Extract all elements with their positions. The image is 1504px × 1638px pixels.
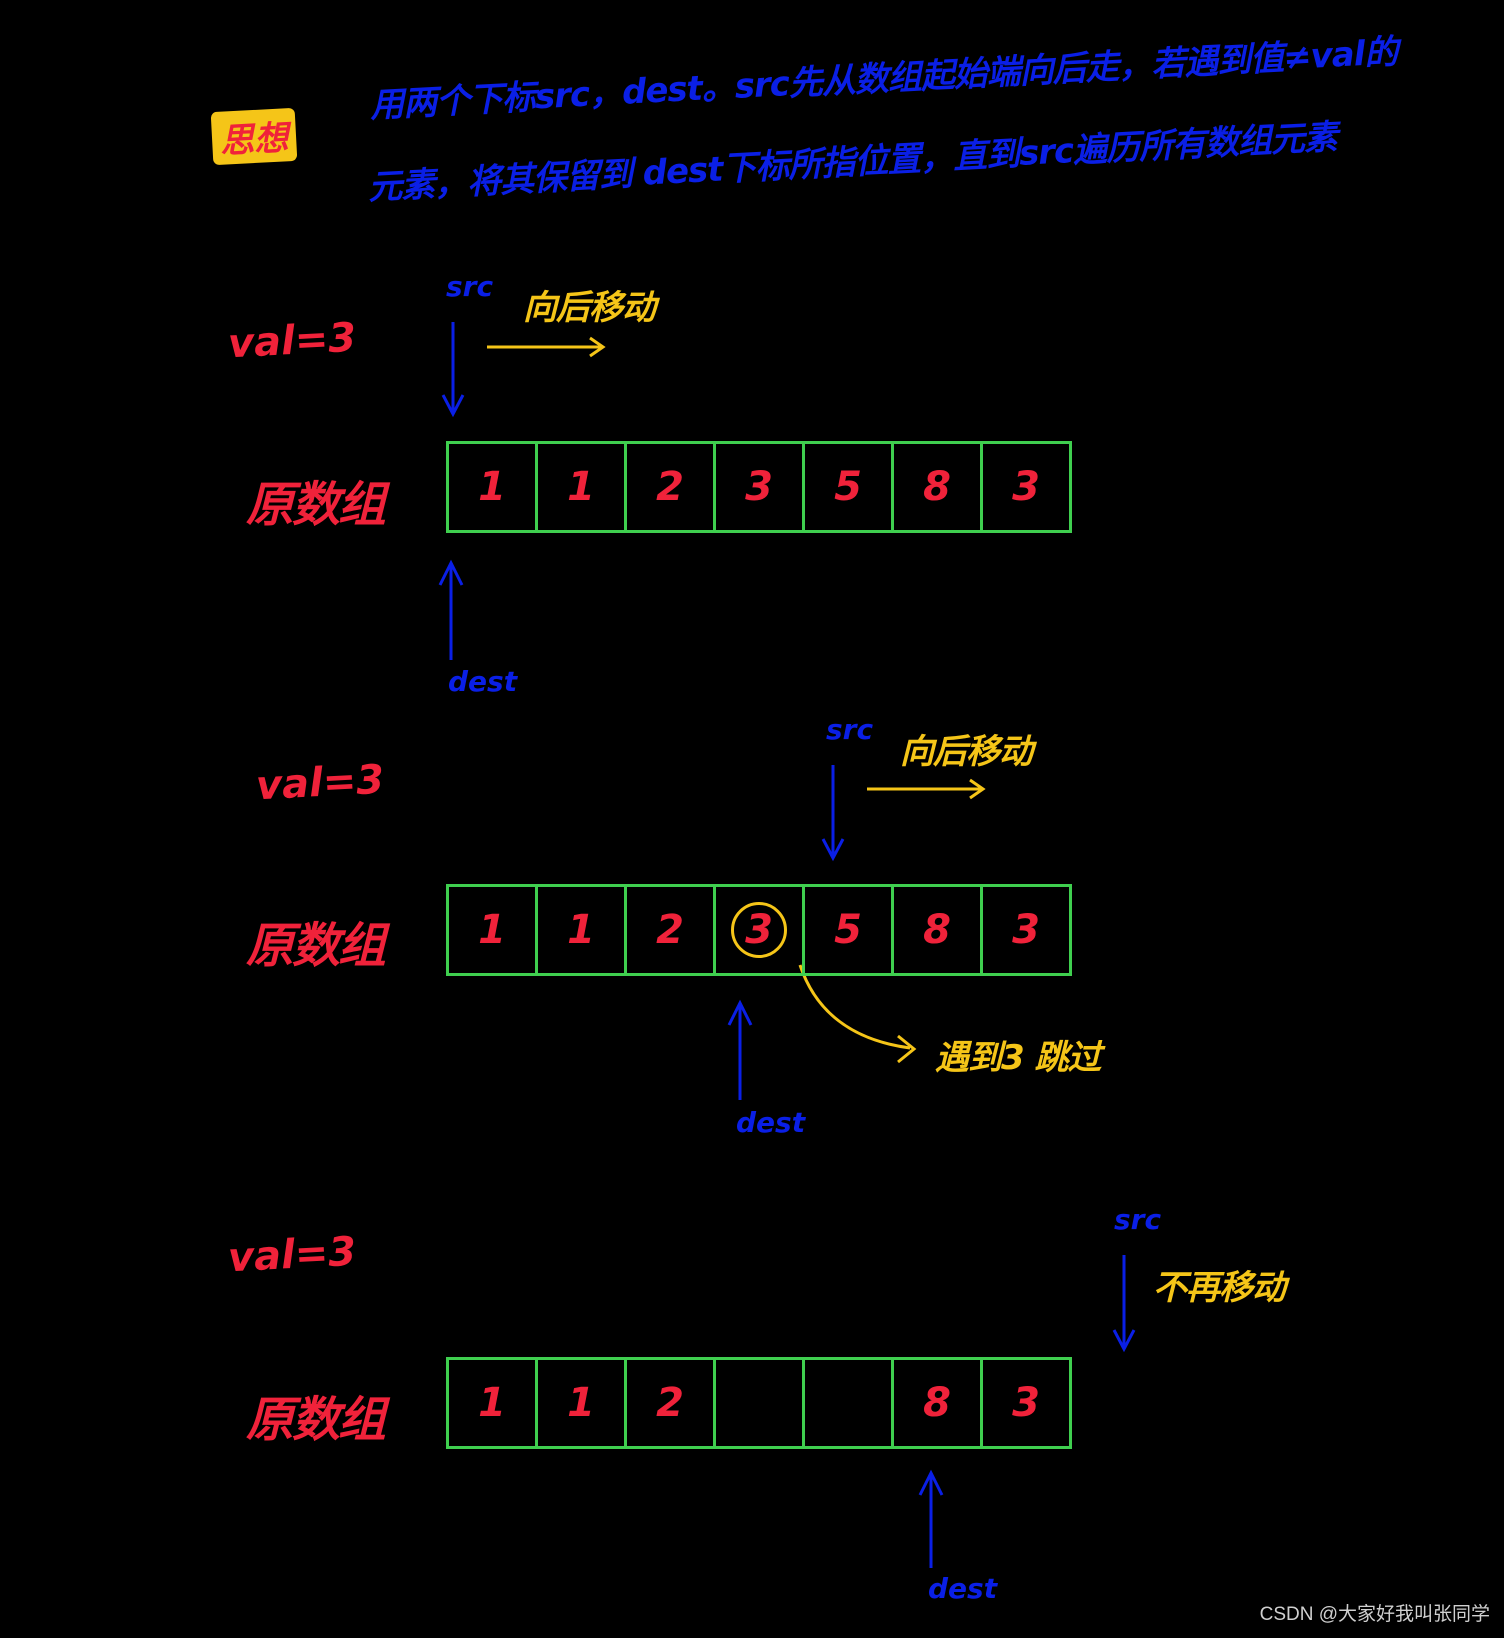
src-label-1: src <box>446 270 494 303</box>
array-cell: 8 <box>891 1357 983 1449</box>
dest-arrow-1 <box>438 559 464 660</box>
array-cell: 1 <box>535 884 627 976</box>
array-label-3: 原数组 <box>246 1392 386 1448</box>
array-1: 1 1 2 3 5 8 3 <box>446 441 1072 533</box>
dest-label-3: dest <box>928 1572 998 1605</box>
skip-arrow <box>798 964 917 1064</box>
src-arrow-2 <box>821 765 845 862</box>
src-arrow-3 <box>1112 1255 1136 1353</box>
array-cell: 3 <box>980 441 1072 533</box>
array-3: 1 1 2 8 3 <box>446 1357 1072 1449</box>
array-cell: 3 <box>980 884 1072 976</box>
move-label-2: 向后移动 <box>900 732 1033 772</box>
move-label-3: 不再移动 <box>1153 1268 1286 1308</box>
array-cell: 8 <box>891 441 983 533</box>
array-cell: 1 <box>446 1357 538 1449</box>
src-label-3: src <box>1114 1203 1162 1236</box>
array-cell: 2 <box>624 884 716 976</box>
array-cell: 5 <box>802 884 894 976</box>
move-arrow-2 <box>867 778 986 800</box>
array-2: 1 1 2 3 5 8 3 <box>446 884 1072 976</box>
array-cell: 1 <box>446 441 538 533</box>
array-cell-circled: 3 <box>713 884 805 976</box>
dest-arrow-2 <box>727 999 753 1100</box>
array-cell <box>802 1357 894 1449</box>
array-cell: 3 <box>713 441 805 533</box>
array-cell: 1 <box>535 441 627 533</box>
array-cell: 1 <box>446 884 538 976</box>
array-label-2: 原数组 <box>246 918 386 974</box>
skip-note: 遇到3 跳过 <box>935 1038 1101 1078</box>
array-cell <box>713 1357 805 1449</box>
src-label-2: src <box>826 713 874 746</box>
array-cell: 5 <box>802 441 894 533</box>
move-label-1: 向后移动 <box>523 288 656 328</box>
src-arrow-1 <box>441 322 465 418</box>
val-label-3: val=3 <box>226 1228 358 1282</box>
array-cell: 1 <box>535 1357 627 1449</box>
array-label-1: 原数组 <box>246 477 386 533</box>
dest-label-2: dest <box>736 1106 806 1139</box>
move-arrow-1 <box>487 336 606 358</box>
array-cell: 3 <box>980 1357 1072 1449</box>
dest-label-1: dest <box>448 665 518 698</box>
dest-arrow-3 <box>918 1469 944 1568</box>
val-label-2: val=3 <box>254 756 386 810</box>
array-cell: 2 <box>624 441 716 533</box>
array-cell: 8 <box>891 884 983 976</box>
val-label-1: val=3 <box>226 314 358 368</box>
array-cell: 2 <box>624 1357 716 1449</box>
credit-watermark: CSDN @大家好我叫张同学 <box>1259 1604 1490 1625</box>
